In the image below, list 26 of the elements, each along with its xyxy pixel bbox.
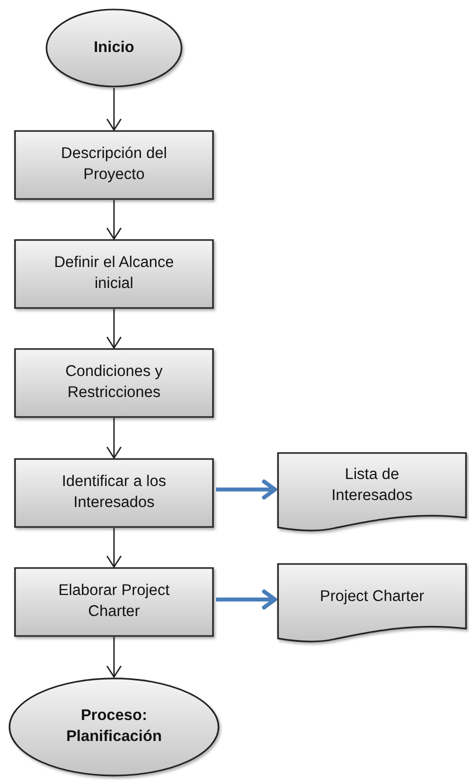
terminal-ellipse bbox=[8, 677, 220, 777]
node-label: Definir el Alcance inicial bbox=[53, 253, 175, 294]
process-box bbox=[14, 348, 214, 418]
node-label: Elaborar Project Charter bbox=[57, 581, 171, 622]
process-box bbox=[14, 130, 214, 200]
arrow bbox=[106, 637, 122, 678]
arrow bbox=[106, 309, 122, 349]
node-label: Identificar a los Interesados bbox=[60, 472, 168, 513]
node-label: Inicio bbox=[94, 38, 134, 58]
arrow bbox=[106, 200, 122, 240]
arrow bbox=[106, 528, 122, 568]
arrow bbox=[106, 88, 122, 131]
arrow bbox=[216, 480, 277, 500]
arrow bbox=[106, 418, 122, 459]
process-box bbox=[14, 458, 214, 528]
process-box bbox=[14, 239, 214, 309]
document-shape bbox=[277, 452, 467, 534]
node-label: Lista de Interesados bbox=[330, 465, 414, 506]
node-label: Proceso: Planificación bbox=[65, 706, 163, 747]
process-box bbox=[14, 567, 214, 637]
document-shape bbox=[277, 563, 467, 645]
arrow bbox=[216, 590, 277, 610]
node-label: Condiciones y Restricciones bbox=[64, 362, 164, 403]
node-label: Descripción del Proyecto bbox=[60, 144, 168, 185]
terminal-ellipse bbox=[45, 8, 183, 88]
node-label: Project Charter bbox=[320, 586, 424, 607]
